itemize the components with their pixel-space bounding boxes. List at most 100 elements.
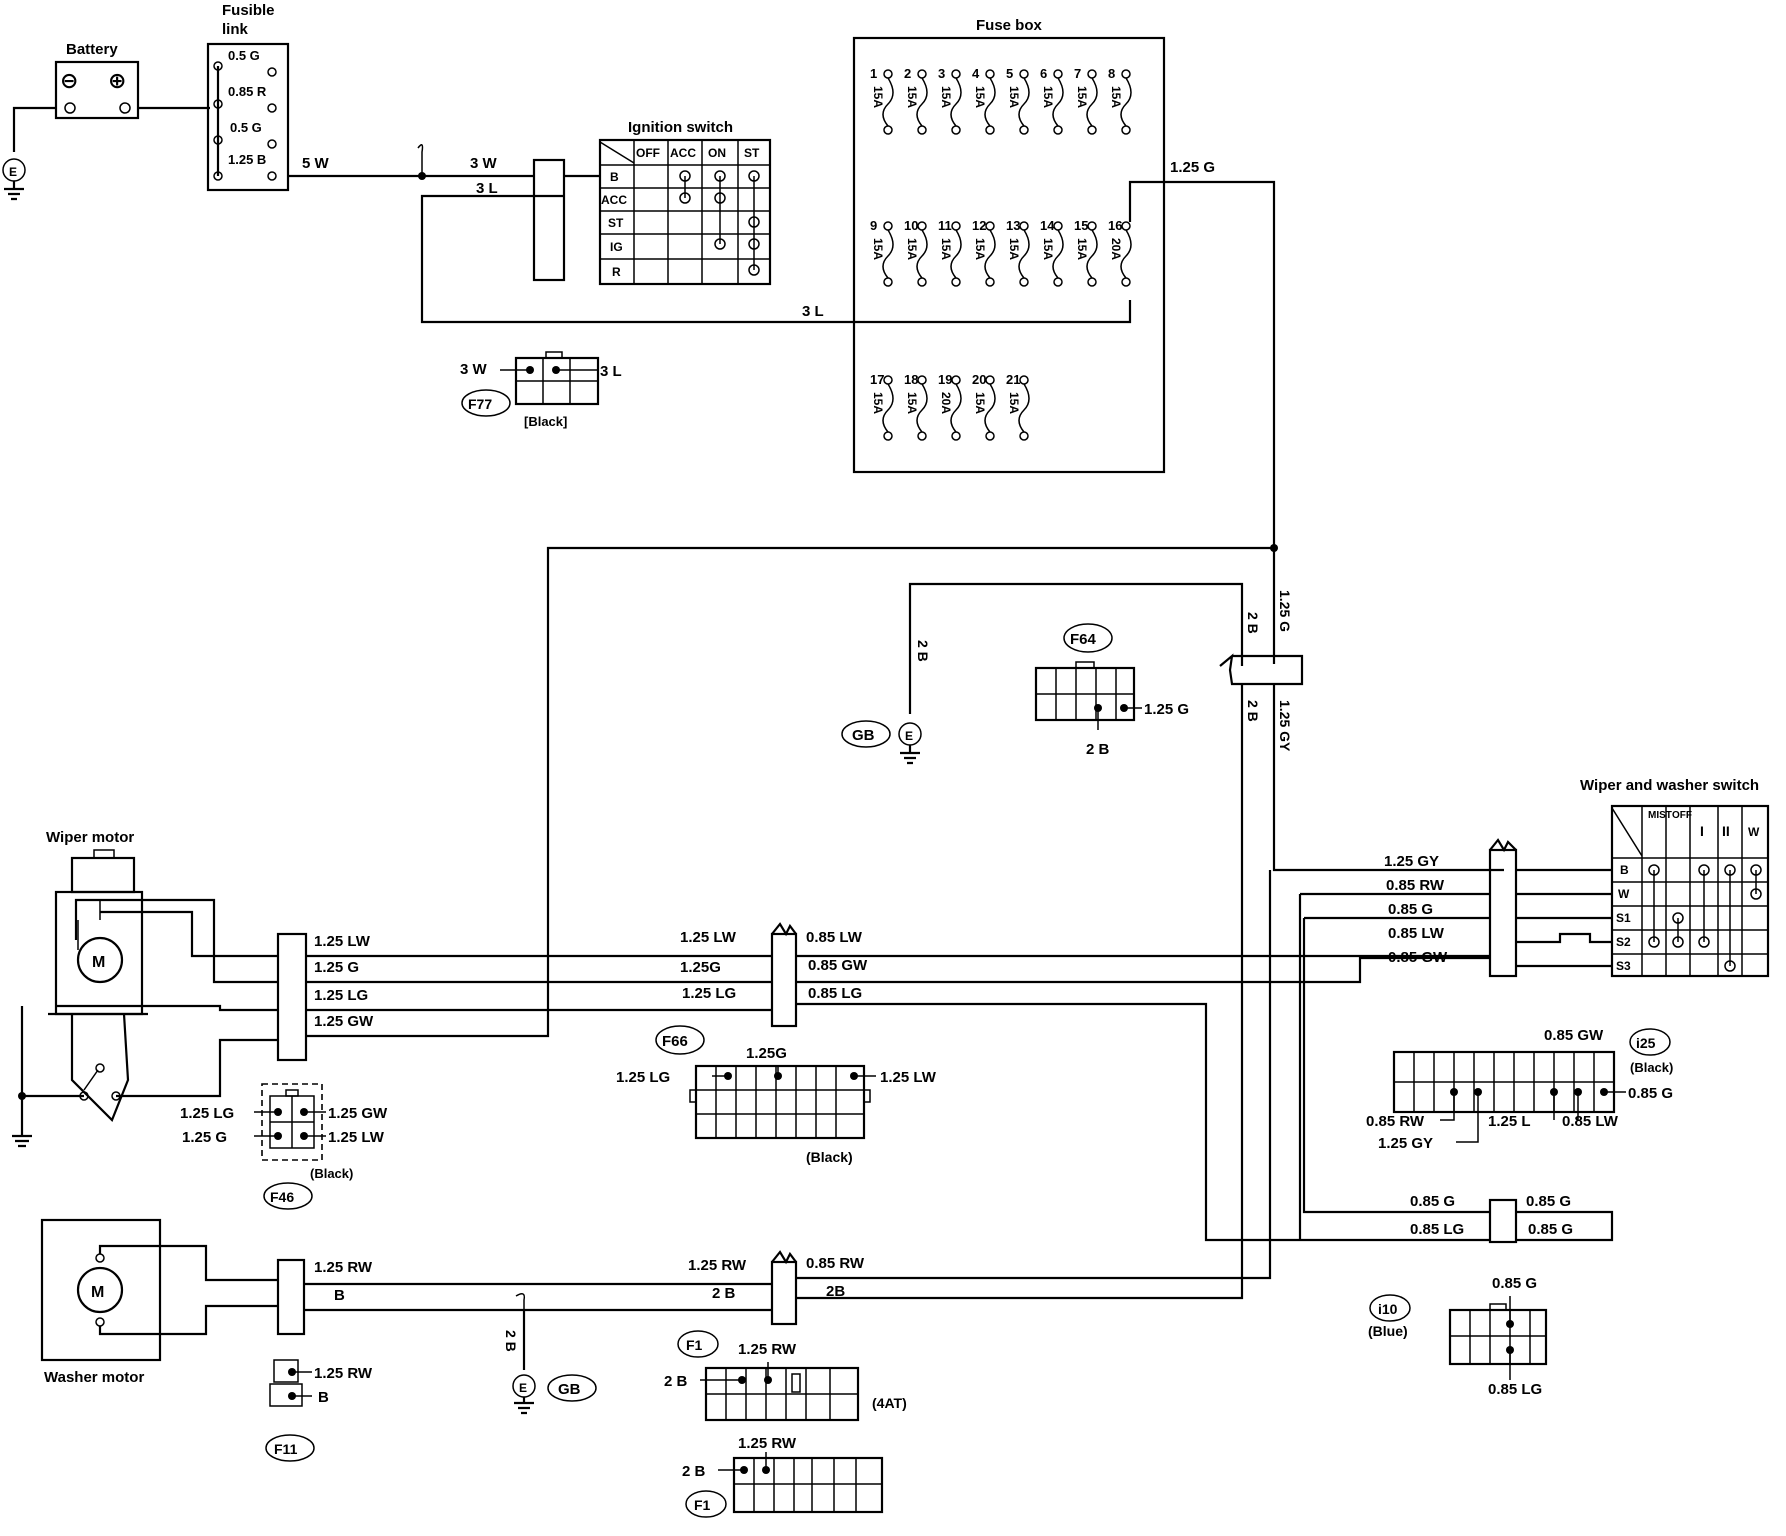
svg-text:2 B: 2 B bbox=[1245, 700, 1261, 722]
svg-text:1.25 LW: 1.25 LW bbox=[880, 1069, 937, 1086]
fuse-number: 13 bbox=[1006, 218, 1020, 233]
svg-text:0.85 GW: 0.85 GW bbox=[1388, 949, 1448, 966]
battery-label: Battery bbox=[66, 41, 118, 58]
fuse-number: 14 bbox=[1040, 218, 1055, 233]
svg-text:F11: F11 bbox=[274, 1441, 298, 1457]
svg-text:3 W: 3 W bbox=[460, 361, 488, 378]
fuse-number: 21 bbox=[1006, 372, 1020, 387]
svg-text:W: W bbox=[1748, 825, 1760, 839]
connector-i25: 0.85 GW i25 (Black) 0.85 G 0.85 RW 1.25 … bbox=[1366, 1027, 1673, 1152]
fuse-amperage: 15A bbox=[871, 238, 885, 260]
fuse-number: 5 bbox=[1006, 66, 1013, 81]
svg-text:2B: 2B bbox=[826, 1283, 845, 1300]
svg-text:1.25 L: 1.25 L bbox=[1488, 1113, 1531, 1130]
svg-text:Wiper motor: Wiper motor bbox=[46, 829, 134, 846]
fuse-number: 12 bbox=[972, 218, 986, 233]
svg-text:5 W: 5 W bbox=[302, 155, 330, 172]
svg-text:0.85 GW: 0.85 GW bbox=[808, 957, 868, 974]
battery: Battery ⊖ ⊕ bbox=[54, 41, 140, 120]
svg-text:2 B: 2 B bbox=[503, 1330, 519, 1352]
fuse-amperage: 20A bbox=[939, 392, 953, 414]
svg-text:1.25 G: 1.25 G bbox=[1144, 701, 1189, 718]
fuse-number: 3 bbox=[938, 66, 945, 81]
svg-text:0.85 G: 0.85 G bbox=[1628, 1085, 1673, 1102]
svg-text:Wiper and washer switch: Wiper and washer switch bbox=[1580, 777, 1759, 794]
connector-f11: 1.25 RW B F11 bbox=[265, 1359, 373, 1462]
svg-text:(Black): (Black) bbox=[310, 1166, 353, 1181]
svg-text:3 L: 3 L bbox=[802, 303, 824, 320]
fuse-number: 6 bbox=[1040, 66, 1047, 81]
fuse-amperage: 15A bbox=[1109, 86, 1123, 108]
svg-text:GB: GB bbox=[852, 727, 875, 744]
svg-text:[Black]: [Black] bbox=[524, 414, 567, 429]
svg-text:0.85 GW: 0.85 GW bbox=[1544, 1027, 1604, 1044]
svg-text:F66: F66 bbox=[662, 1033, 688, 1050]
svg-text:1.25 LW: 1.25 LW bbox=[314, 933, 371, 950]
svg-text:ON: ON bbox=[708, 146, 726, 160]
svg-text:1.25 RW: 1.25 RW bbox=[738, 1341, 797, 1358]
svg-text:i10: i10 bbox=[1378, 1301, 1398, 1317]
fuse-number: 2 bbox=[904, 66, 911, 81]
svg-text:F46: F46 bbox=[270, 1189, 294, 1205]
svg-text:ST: ST bbox=[608, 216, 624, 230]
connector-f66: F66 1.25G 1.25 LG 1.25 LW (Black) bbox=[616, 1025, 937, 1165]
wiper-motor: Wiper motor M bbox=[46, 829, 148, 1122]
svg-text:B: B bbox=[318, 1389, 329, 1406]
svg-text:1.25 GW: 1.25 GW bbox=[328, 1105, 388, 1122]
svg-text:0.85 G: 0.85 G bbox=[1388, 901, 1433, 918]
svg-text:0.85 LW: 0.85 LW bbox=[806, 929, 863, 946]
fuse-number: 19 bbox=[938, 372, 952, 387]
fuse-number: 18 bbox=[904, 372, 918, 387]
fuse-amperage: 15A bbox=[1007, 238, 1021, 260]
svg-text:1.25 GW: 1.25 GW bbox=[314, 1013, 374, 1030]
svg-text:1.25 LG: 1.25 LG bbox=[682, 985, 736, 1002]
svg-text:F1: F1 bbox=[686, 1337, 703, 1353]
svg-text:0.85 RW: 0.85 RW bbox=[806, 1255, 865, 1272]
fuse-number: 15 bbox=[1074, 218, 1088, 233]
svg-text:B: B bbox=[334, 1287, 345, 1304]
battery-plus-icon: ⊕ bbox=[108, 68, 126, 93]
fuse-amperage: 15A bbox=[1041, 238, 1055, 260]
fuse-number: 10 bbox=[904, 218, 918, 233]
fusible-link-4: 1.25 B bbox=[228, 152, 266, 167]
svg-text:1.25 LW: 1.25 LW bbox=[328, 1129, 385, 1146]
ground-e-icon: E bbox=[2, 158, 26, 201]
svg-text:2 B: 2 B bbox=[682, 1463, 706, 1480]
fuse-amperage: 15A bbox=[871, 392, 885, 414]
ignition-switch: Ignition switch OFF ACC ON ST B ACC ST I… bbox=[598, 119, 772, 286]
svg-text:(4AT): (4AT) bbox=[872, 1395, 907, 1411]
connector-f46: 1.25 LG 1.25 G 1.25 GW 1.25 LW (Black) F… bbox=[180, 1083, 388, 1210]
fusible-link-3: 0.5 G bbox=[230, 120, 262, 135]
svg-text:1.25 LW: 1.25 LW bbox=[680, 929, 737, 946]
svg-text:2 B: 2 B bbox=[664, 1373, 688, 1390]
fuse-amperage: 15A bbox=[905, 238, 919, 260]
svg-text:W: W bbox=[1618, 887, 1630, 901]
svg-text:1.25 G: 1.25 G bbox=[182, 1129, 227, 1146]
svg-text:GB: GB bbox=[558, 1381, 581, 1398]
svg-text:0.85 LG: 0.85 LG bbox=[1410, 1221, 1464, 1238]
svg-text:1.25G: 1.25G bbox=[746, 1045, 787, 1062]
fuse-amperage: 15A bbox=[973, 392, 987, 414]
fuse-number: 17 bbox=[870, 372, 884, 387]
fuse-amperage: 15A bbox=[973, 86, 987, 108]
svg-text:1.25 LG: 1.25 LG bbox=[616, 1069, 670, 1086]
battery-minus-icon: ⊖ bbox=[60, 68, 78, 93]
connector-f1-4at: F1 1.25 RW 2 B (4AT) bbox=[664, 1330, 907, 1422]
svg-text:S3: S3 bbox=[1616, 959, 1631, 973]
fuse-amperage: 15A bbox=[1075, 86, 1089, 108]
fuse-number: 8 bbox=[1108, 66, 1115, 81]
svg-text:1.25 G: 1.25 G bbox=[1277, 590, 1293, 632]
svg-text:M: M bbox=[92, 954, 105, 971]
